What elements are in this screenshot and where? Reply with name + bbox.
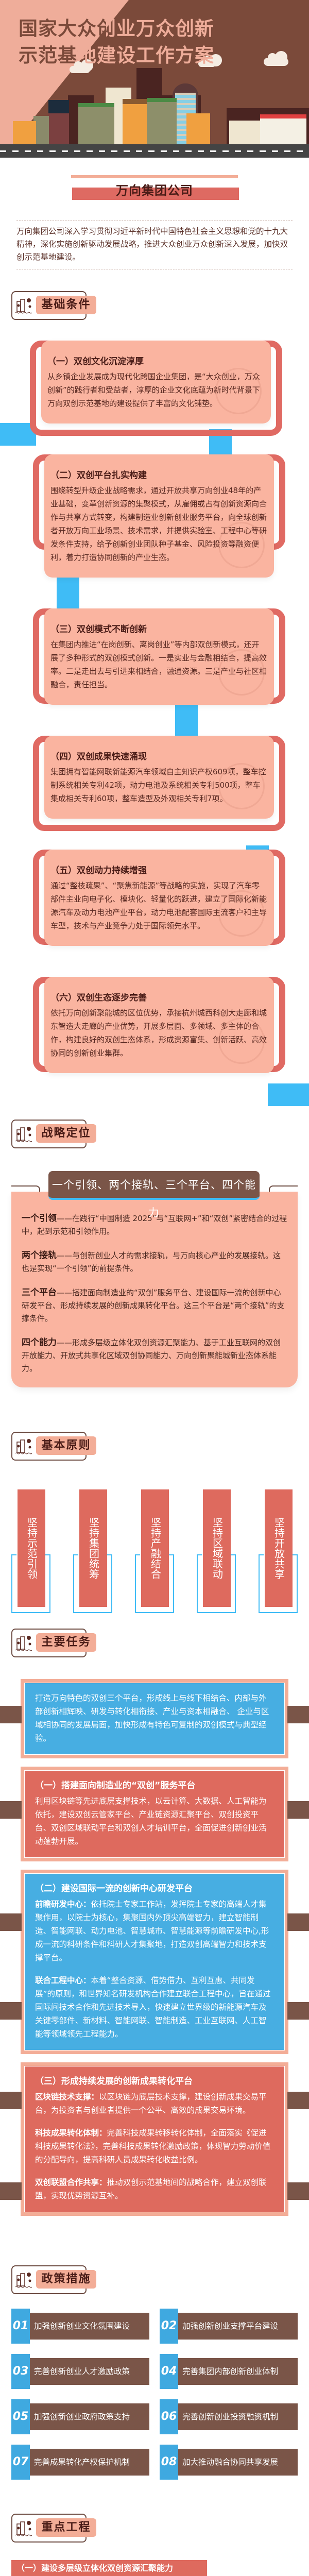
condition-title: （二）双创平台扎实构建 — [50, 470, 147, 481]
strategy-headline: 一个引领、两个接轨、三个平台、四个能力 — [48, 1171, 260, 1219]
condition-title: （五）双创动力持续增强 — [50, 866, 147, 876]
strategy-item: 两个接轨——与创新创业人才的需求接轨，与万向核心产业的发展接轨。这也是实现“一个… — [22, 1250, 281, 1273]
city-icon — [15, 1439, 32, 1454]
company-banner: 万向集团公司 — [71, 175, 239, 202]
principle-card: 坚持区域联动 — [197, 1489, 236, 1613]
city-icon — [15, 1127, 32, 1142]
condition-text: 集团拥有智能网联新能源汽车领域自主知识产权609项，整车控制系统相关专利42项，… — [50, 767, 266, 803]
section-header-tasks: 主要任务 — [11, 1629, 96, 1657]
section-title: 主要任务 — [36, 1633, 96, 1652]
strategy-item: 一个引领——在践行“中国制造 2025”与“互联网+”和“双创”紧密结合的过程中… — [22, 1213, 287, 1236]
principle-card: 坚持开放共享 — [259, 1489, 298, 1613]
conditions-timeline: （一）双创文化沉淀淳厚 从乡镇企业发展成为现代化跨国企业集团，是“大众创业，万众… — [0, 341, 309, 1106]
task-title: （一）搭建面向制造业的“双创”服务平台 — [35, 1781, 196, 1791]
principle-card: 坚持示范引领 — [11, 1489, 50, 1613]
condition-title: （六）双创生态逐步完善 — [50, 993, 147, 1003]
section-title: 政策措施 — [36, 2270, 96, 2289]
project-card-1: （一）建设多层级立体化双创资源汇聚能力 1.企业级双创资源汇聚能力 2.产业链级… — [11, 2560, 298, 2576]
condition-card-5: （五）双创动力持续增强 通过“整枝疏果”、“聚焦新能源”等战略的实施，实现了汽车… — [33, 850, 285, 946]
task-paragraph: 科技成果转化体制：完善科技成果转移转化体制，全面落实《促进科技成果转化法》，完善… — [35, 2128, 271, 2164]
company-intro: 万向集团公司深入学习贯彻习近平新时代中国特色社会主义思想和党的十九大精神，深化实… — [16, 221, 293, 269]
city-skyline-illustration — [0, 67, 309, 144]
city-icon — [15, 1636, 32, 1651]
condition-title: （一）双创文化沉淀淳厚 — [47, 357, 144, 367]
condition-text: 通过“整枝疏果”、“聚焦新能源”等战略的实施，实现了汽车零部件主业向电子化、模块… — [50, 881, 267, 930]
title-line-1: 国家大众创业万众创新 — [19, 15, 214, 42]
section-title: 战略定位 — [36, 1124, 96, 1143]
task-title: （三）形成持续发展的创新成果转化平台 — [35, 2076, 193, 2087]
page-title: 国家大众创业万众创新 示范基地建设工作方案 — [19, 15, 214, 69]
condition-text: 在集团内推进“在岗创新、离岗创业”等内部双创新模式，还开展了多种形式的双创模式创… — [50, 640, 267, 689]
cloud-icon — [264, 51, 288, 66]
condition-title: （三）双创模式不断创新 — [50, 624, 147, 635]
condition-card-3: （三）双创模式不断创新 在集团内推进“在岗创新、离岗创业”等内部双创新模式，还开… — [33, 608, 285, 705]
task-card-3: （三）形成持续发展的创新成果转化平台 区块链技术支撑：以区块链为底层技术支撑，建… — [0, 2062, 309, 2216]
condition-card-6: （六）双创生态逐步完善 依托万向创新聚能城的区位优势，承接杭州城西科创大走廊和城… — [33, 977, 285, 1073]
cloud-icon — [70, 59, 93, 73]
section-title: 基本原则 — [36, 1436, 96, 1455]
strategy-panel: 一个引领、两个接轨、三个平台、四个能力 一个引领——在践行“中国制造 2025”… — [11, 1171, 298, 1387]
principle-card: 坚持集团统筹 — [73, 1489, 112, 1613]
condition-text: 围绕转型升级企业战略需求，通过开放共享万向创业48年的产业基础，变革创新资源的集… — [50, 486, 267, 562]
strategy-body: 一个引领——在践行“中国制造 2025”与“互联网+”和“双创”紧密结合的过程中… — [11, 1192, 298, 1387]
task-intro-card: 打造万向特色的双创三个平台，形成线上与线下相结合、内部与外部创新相辉映、研发与转… — [0, 1679, 309, 1758]
strategy-item: 三个平台——搭建面向制造业的“双创”服务平台、建设国际一流的创新中心研发平台、形… — [22, 1287, 285, 1323]
condition-card-4: （四）双创成果快速涌现 集团拥有智能网联新能源汽车领域自主知识产权609项，整车… — [33, 736, 285, 831]
task-card-1: （一）搭建面向制造业的“双创”服务平台 利用区块链等先进底层支撑技术，以云计算、… — [0, 1767, 309, 1861]
condition-card-1: （一）双创文化沉淀淳厚 从乡镇企业发展成为现代化跨国企业集团，是“大众创业，万众… — [30, 341, 282, 436]
section-title: 重点工程 — [36, 2518, 96, 2537]
task-paragraph: 区块链技术支撑：以区块链为底层技术支撑，建设创新成果交易平台，为投资者与创业者提… — [35, 2092, 267, 2115]
principle-card: 坚持产融结合 — [135, 1489, 174, 1613]
section-title: 基础条件 — [36, 296, 96, 314]
project-title: （一）建设多层级立体化双创资源汇聚能力 — [11, 2560, 207, 2576]
section-header-strategy: 战略定位 — [11, 1120, 96, 1148]
principle-label: 坚持集团统筹 — [79, 1489, 107, 1607]
principle-label: 坚持产融结合 — [141, 1489, 169, 1607]
task-title: （二）建设国际一流的创新中心研发平台 — [35, 1884, 193, 1894]
section-header-basic: 基础条件 — [11, 291, 96, 320]
condition-title: （四）双创成果快速涌现 — [50, 752, 147, 762]
title-line-2: 示范基地建设工作方案 — [19, 42, 214, 69]
principle-label: 坚持开放共享 — [265, 1489, 293, 1607]
timeline-connector — [268, 1083, 309, 1106]
section-header-projects: 重点工程 — [11, 2514, 96, 2543]
city-icon — [15, 298, 32, 314]
key-projects: （一）建设多层级立体化双创资源汇聚能力 1.企业级双创资源汇聚能力 2.产业链级… — [11, 2560, 298, 2576]
section-header-policy: 政策措施 — [11, 2265, 96, 2294]
principle-label: 坚持区域联动 — [203, 1489, 231, 1607]
hero-banner: 国家大众创业万众创新 示范基地建设工作方案 — [0, 0, 309, 160]
tasks-list: 打造万向特色的双创三个平台，形成线上与线下相结合、内部与外部创新相辉映、研发与转… — [0, 1679, 309, 2216]
road-illustration — [0, 144, 309, 158]
principles-list: 坚持示范引领 坚持集团统筹 坚持产融结合 坚持区域联动 坚持开放共享 — [11, 1489, 298, 1623]
task-card-2: （二）建设国际一流的创新中心研发平台 前瞻研发中心：依托院士专家工作站，发挥院士… — [0, 1870, 309, 2054]
condition-card-2: （二）双创平台扎实构建 围绕转型升级企业战略需求，通过开放共享万向创业48年的产… — [33, 454, 285, 578]
task-paragraph: 双创联盟合作共享：推动双创示范基地间的战略合作，建立双创联盟，实现优势资源互补。 — [35, 2178, 267, 2200]
condition-text: 依托万向创新聚能城的区位优势，承接杭州城西科创大走廊和城东智造大走廊的产业优势，… — [50, 1008, 267, 1058]
strategy-item: 四个能力——形成多层级立体化双创资源汇聚能力、基于工业互联网的双创开放能力、开放… — [22, 1337, 281, 1373]
task-paragraph: 前瞻研发中心：依托院士专家工作站，发挥院士专家的高端人才集聚作用，以院士为核心，… — [35, 1900, 269, 1962]
task-paragraph: 联合工程中心：本着“整合资源、借势借力、互利互惠、共同发展”的原则，和世界知名研… — [35, 1976, 271, 2039]
condition-text: 从乡镇企业发展成为现代化跨国企业集团，是“大众创业，万众创新”的践行者和受益者，… — [47, 372, 260, 408]
section-header-principles: 基本原则 — [11, 1432, 96, 1461]
company-name: 万向集团公司 — [116, 183, 193, 198]
principle-label: 坚持示范引领 — [18, 1489, 45, 1607]
task-text: 利用区块链等先进底层支撑技术，以云计算、大数据、人工智能为依托，建设双创云管家平… — [35, 1797, 267, 1846]
city-icon — [15, 2521, 32, 2536]
task-intro-text: 打造万向特色的双创三个平台，形成线上与线下相结合、内部与外部创新相辉映、研发与转… — [35, 1693, 269, 1743]
cloud-icon — [198, 54, 222, 67]
city-icon — [15, 2273, 32, 2288]
